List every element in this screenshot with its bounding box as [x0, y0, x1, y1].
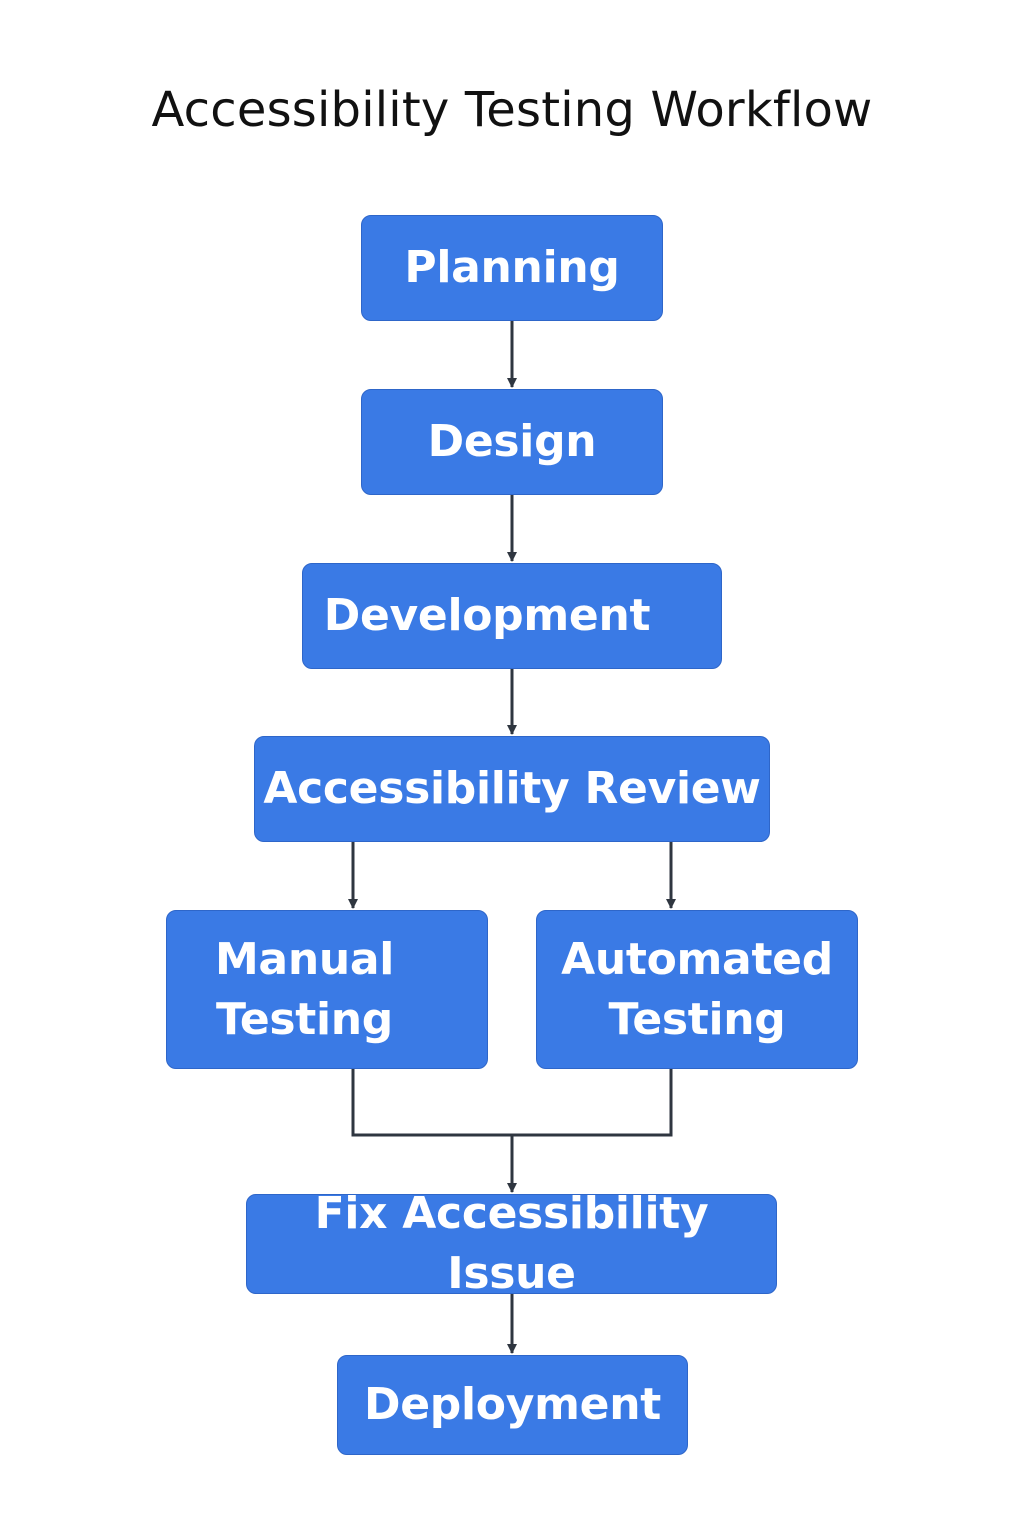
- connector-merge-testing: [351, 1069, 673, 1137]
- automated-testing-node: Automated Testing: [536, 910, 858, 1069]
- diagram-title: Accessibility Testing Workflow: [151, 82, 873, 138]
- automated-testing-label: Automated Testing: [561, 933, 833, 1045]
- planning-node: Planning: [361, 215, 663, 321]
- accessibility-review-node: Accessibility Review: [254, 736, 770, 842]
- development-label: Development: [323, 590, 651, 642]
- manual-testing-node: Manual Testing: [166, 910, 488, 1069]
- design-node: Design: [361, 389, 663, 495]
- deployment-node: Deployment: [337, 1355, 688, 1455]
- development-node: Development: [302, 563, 722, 669]
- manual-testing-label: Manual Testing: [214, 933, 395, 1045]
- accessibility-review-label: Accessibility Review: [263, 763, 761, 815]
- design-label: Design: [427, 416, 597, 468]
- fix-accessibility-issue-node: Fix Accessibility Issue: [246, 1188, 777, 1299]
- planning-label: Planning: [404, 242, 620, 294]
- fix-accessibility-issue-label: Fix Accessibility Issue: [314, 1188, 709, 1299]
- deployment-label: Deployment: [364, 1379, 661, 1431]
